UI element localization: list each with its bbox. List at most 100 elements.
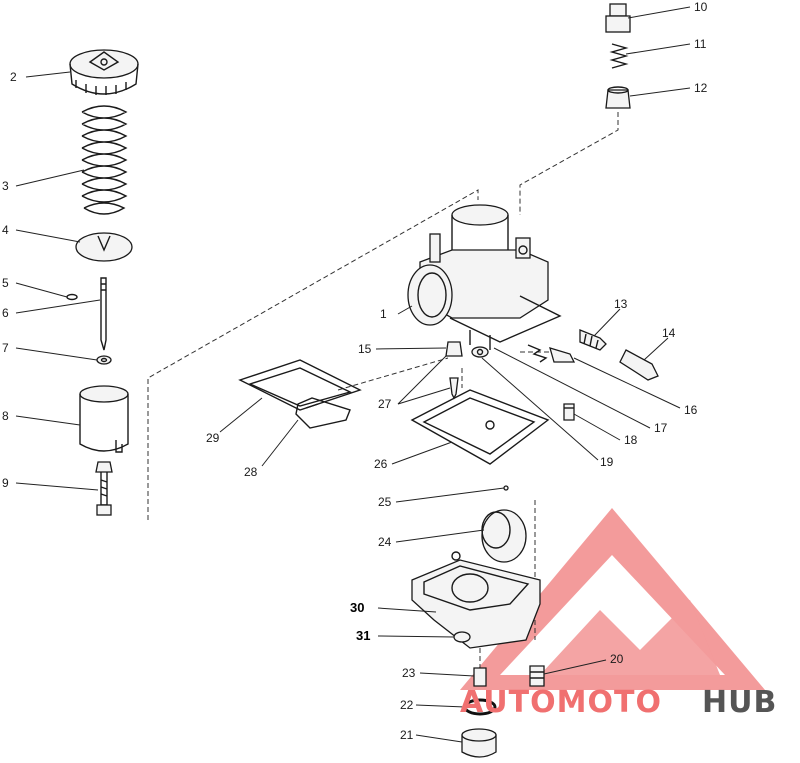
leader-5	[15, 282, 68, 298]
needle-clip-part	[66, 293, 78, 301]
needle-jet-alignment-line	[519, 112, 619, 215]
leader-7	[15, 347, 98, 361]
callout-22: 22	[400, 698, 414, 712]
callout-20: 20	[610, 652, 624, 666]
leader-6	[15, 299, 101, 314]
carburetor-body-part	[407, 204, 562, 350]
callout-19: 19	[600, 455, 614, 469]
callout-2: 2	[10, 70, 17, 84]
bowl-gasket-part	[410, 389, 550, 465]
callout-10: 10	[694, 0, 708, 14]
leader-3	[15, 169, 85, 187]
leader-25	[395, 487, 505, 503]
callout-30: 30	[350, 600, 364, 615]
pilot-screw-part	[527, 344, 576, 363]
callout-11: 11	[694, 37, 707, 51]
callout-9: 9	[2, 476, 9, 490]
watermark-text-hub: HUB	[702, 685, 777, 720]
leader-14	[643, 337, 669, 361]
callout-16: 16	[684, 403, 698, 417]
callout-14: 14	[662, 326, 676, 340]
float-part	[481, 509, 527, 563]
leader-27b	[397, 355, 447, 405]
needle-jet-part	[471, 346, 489, 358]
jet-needle-part	[100, 277, 107, 351]
callout-5: 5	[2, 276, 9, 290]
leader-1	[397, 305, 413, 315]
main-jet-part	[473, 667, 487, 687]
leader-22	[415, 704, 466, 708]
callout-17: 17	[654, 421, 668, 435]
float-pin-part	[503, 485, 509, 491]
leader-24	[395, 529, 485, 543]
inlet-spring-part	[609, 43, 629, 69]
callout-27: 27	[378, 397, 392, 411]
watermark-text: AUTOMOTO HUB	[460, 685, 777, 720]
drain-plug-part	[461, 728, 497, 758]
callout-15: 15	[358, 342, 372, 356]
watermark-logo	[460, 508, 765, 690]
float-needle-part	[449, 377, 459, 400]
inlet-nut-part	[605, 86, 631, 109]
callout-12: 12	[694, 81, 708, 95]
callout-31: 31	[356, 628, 370, 643]
callout-1: 1	[380, 307, 387, 321]
callout-24: 24	[378, 535, 392, 549]
callout-28: 28	[244, 465, 258, 479]
leader-28	[261, 419, 299, 467]
pilot-jet-part	[445, 341, 463, 357]
leader-10	[627, 6, 691, 19]
float-arm-part	[295, 397, 351, 429]
leader-11	[625, 43, 691, 55]
float-bowl-part	[411, 551, 541, 649]
callout-3: 3	[2, 179, 9, 193]
leader-19	[481, 357, 599, 461]
carb-cap-part	[69, 49, 139, 95]
callout-29: 29	[206, 431, 220, 445]
callout-18: 18	[624, 433, 638, 447]
callout-8: 8	[2, 409, 9, 423]
leader-23	[419, 672, 475, 677]
throttle-stop-screw-part	[619, 349, 659, 381]
slide-assembly-alignment-line	[147, 189, 479, 520]
callout-4: 4	[2, 223, 9, 237]
callout-21: 21	[400, 728, 414, 742]
leader-8	[15, 415, 81, 426]
needle-washer-part	[96, 355, 112, 365]
slide-screw-part	[95, 461, 113, 516]
leader-29	[219, 397, 263, 433]
callout-7: 7	[2, 341, 9, 355]
leader-4	[15, 229, 81, 243]
leader-21	[415, 734, 463, 743]
air-screw-part	[579, 329, 607, 351]
callout-23: 23	[402, 666, 416, 680]
leader-lines	[15, 6, 691, 743]
screen-alignment-line	[337, 357, 449, 391]
leader-15	[375, 347, 447, 350]
callout-25: 25	[378, 495, 392, 509]
leader-18	[573, 413, 621, 441]
throttle-slide-part	[79, 385, 129, 453]
leader-17	[493, 347, 651, 429]
watermark-text-automoto: AUTOMOTO	[460, 685, 662, 720]
leader-9	[15, 482, 99, 491]
callout-13: 13	[614, 297, 628, 311]
callout-26: 26	[374, 457, 388, 471]
leader-20	[543, 659, 607, 675]
retainer-plate-part	[75, 232, 133, 262]
logo-mountain-icon	[540, 600, 720, 675]
bowl-drain-part	[453, 631, 471, 643]
slide-spring-part	[81, 105, 128, 215]
filter-screen-part	[238, 359, 362, 411]
fuel-inlet-fitting-part	[605, 3, 631, 33]
leader-30	[377, 607, 437, 613]
callout-6: 6	[2, 306, 9, 320]
leader-2	[25, 71, 71, 78]
leader-31	[377, 635, 455, 638]
leader-27a	[397, 387, 451, 405]
leader-16	[573, 357, 681, 409]
leader-26	[391, 441, 453, 465]
leader-13	[593, 308, 621, 337]
leader-12	[629, 87, 691, 97]
